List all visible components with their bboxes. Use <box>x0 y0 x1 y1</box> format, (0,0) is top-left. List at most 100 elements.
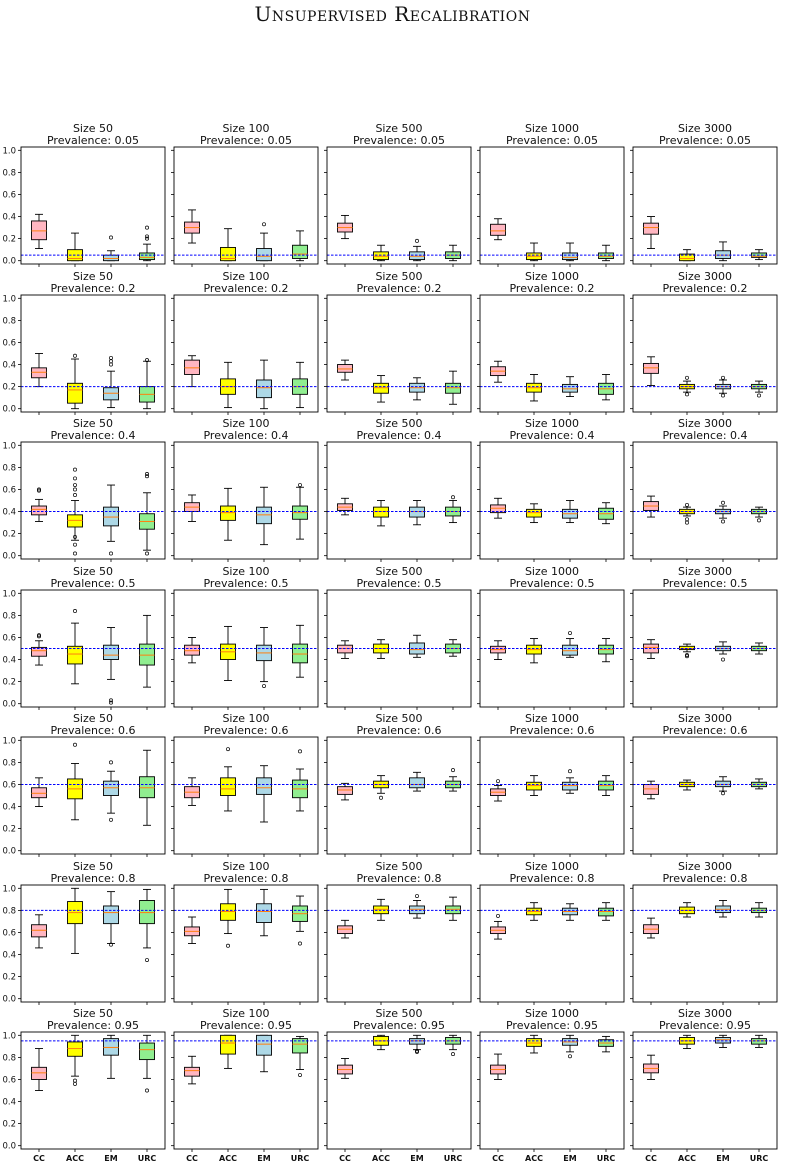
box-body <box>562 781 578 791</box>
flier <box>145 225 149 230</box>
box-body <box>256 506 272 525</box>
flier <box>685 517 689 522</box>
y-tick-label: 0.2 <box>2 678 16 688</box>
box-urc <box>598 902 614 1005</box>
y-tick-label: 1.0 <box>2 294 16 304</box>
panel-subtitle: Prevalence: 0.6 <box>50 724 135 737</box>
box-body <box>256 248 272 262</box>
x-tick-label: ACC <box>372 1154 390 1163</box>
box-urc <box>139 749 155 857</box>
panel-title: Size 50 <box>73 270 113 283</box>
flier <box>145 234 149 239</box>
box-em <box>256 888 272 1005</box>
y-tick-label: 1.0 <box>2 736 16 746</box>
box-acc <box>679 902 695 1005</box>
box-body <box>292 244 308 259</box>
box-urc <box>292 624 308 710</box>
box-urc <box>139 888 155 1005</box>
panel-subtitle: Prevalence: 0.05 <box>506 134 598 147</box>
panel-frame <box>173 1031 319 1150</box>
box-body <box>562 383 578 393</box>
box-cc <box>31 914 47 1005</box>
box-urc <box>139 225 155 267</box>
box-acc <box>679 249 695 267</box>
box-body <box>139 900 155 925</box>
box-em <box>409 634 425 710</box>
flier <box>109 359 113 364</box>
box-cc <box>643 639 659 710</box>
y-tick-label: 0.8 <box>2 906 16 916</box>
flier <box>721 393 725 398</box>
flier <box>73 476 77 481</box>
box-body <box>526 508 542 518</box>
box-urc <box>445 370 461 415</box>
panel-title: Size 3000 <box>678 565 732 578</box>
flier <box>109 551 113 556</box>
panel-subtitle: Prevalence: 0.6 <box>509 724 594 737</box>
box-urc <box>445 896 461 1005</box>
box-em <box>103 355 119 415</box>
panel-title: Size 1000 <box>525 270 579 283</box>
box-cc <box>184 355 200 415</box>
flier <box>415 894 419 898</box>
box-body <box>562 252 578 261</box>
box-body <box>220 1034 236 1055</box>
panel-subtitle: Prevalence: 0.05 <box>659 134 751 147</box>
box-cc <box>337 359 353 415</box>
flier <box>685 392 689 397</box>
panel-title: Size 50 <box>73 122 113 135</box>
flier <box>109 760 113 765</box>
y-tick-label: 0.6 <box>2 1075 16 1085</box>
x-tick-label: URC <box>750 1154 769 1163</box>
panel-frame <box>479 1031 625 1150</box>
panel-title: Size 50 <box>73 565 113 578</box>
flier <box>379 795 383 800</box>
box-acc <box>679 779 695 857</box>
box-body <box>184 644 200 656</box>
box-em <box>715 900 731 1005</box>
flier <box>145 236 149 241</box>
box-em <box>256 486 272 562</box>
box-cc <box>337 782 353 857</box>
x-tick-label: CC <box>492 1154 504 1163</box>
panel-frame <box>479 884 625 1003</box>
flier <box>73 483 77 487</box>
box-body <box>103 1038 119 1056</box>
box-cc <box>184 494 200 562</box>
panel-title: Size 50 <box>73 712 113 725</box>
panel-frame <box>632 589 778 708</box>
y-tick-label: 0.4 <box>2 361 16 371</box>
flier <box>109 235 113 240</box>
flier <box>298 749 302 754</box>
y-tick-label: 1.0 <box>2 146 16 156</box>
box-body <box>220 777 236 796</box>
box-acc <box>373 244 389 267</box>
x-tick-label: ACC <box>678 1154 696 1163</box>
box-urc <box>445 768 461 857</box>
box-cc <box>184 209 200 267</box>
flier <box>73 542 77 547</box>
x-tick-label: ACC <box>66 1154 84 1163</box>
y-tick-label: 0.2 <box>2 530 16 540</box>
box-cc <box>337 919 353 1005</box>
flier <box>685 520 689 525</box>
flier <box>721 375 725 380</box>
flier <box>451 495 455 500</box>
flier <box>109 700 113 705</box>
box-em <box>409 771 425 857</box>
box-cc <box>490 497 506 562</box>
box-em <box>562 903 578 1005</box>
box-body <box>715 780 731 788</box>
box-body <box>103 387 119 401</box>
panel-subtitle: Prevalence: 0.95 <box>353 1019 445 1032</box>
box-acc <box>526 242 542 267</box>
panel-subtitle: Prevalence: 0.5 <box>356 577 441 590</box>
